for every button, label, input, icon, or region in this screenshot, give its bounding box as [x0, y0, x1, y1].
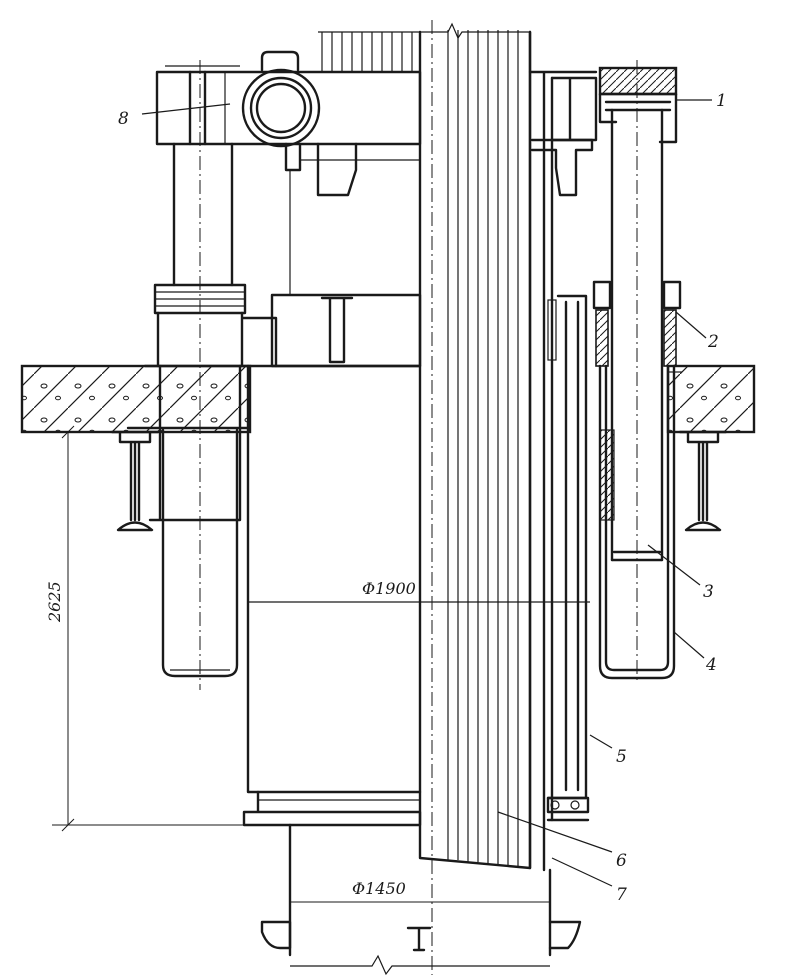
callout-7: 7 [616, 885, 627, 905]
floor-slab [20, 364, 756, 434]
left-i-beam [110, 430, 160, 532]
callout-1: 1 [716, 91, 727, 111]
top-beam [155, 50, 422, 197]
vessel-body [242, 364, 590, 827]
middle-block [270, 293, 422, 368]
right-shell [528, 70, 598, 872]
callout-6: 6 [616, 851, 627, 871]
dimension-h2625: 2625 [45, 581, 64, 623]
right-i-beam [678, 430, 728, 532]
callout-5: 5 [616, 747, 627, 767]
bottom-section [260, 823, 582, 976]
callout-8: 8 [118, 109, 129, 129]
callout-4: 4 [705, 655, 717, 675]
central-column [318, 20, 532, 975]
dimension-d1900: Φ1900 [362, 579, 416, 598]
left-column [126, 60, 291, 690]
right-cylinder [592, 60, 682, 680]
leader-lines [141, 99, 712, 887]
dimension-lines [52, 425, 590, 903]
callout-2: 2 [707, 332, 719, 352]
callout-3: 3 [703, 582, 714, 602]
dimension-d1450: Φ1450 [352, 879, 406, 898]
